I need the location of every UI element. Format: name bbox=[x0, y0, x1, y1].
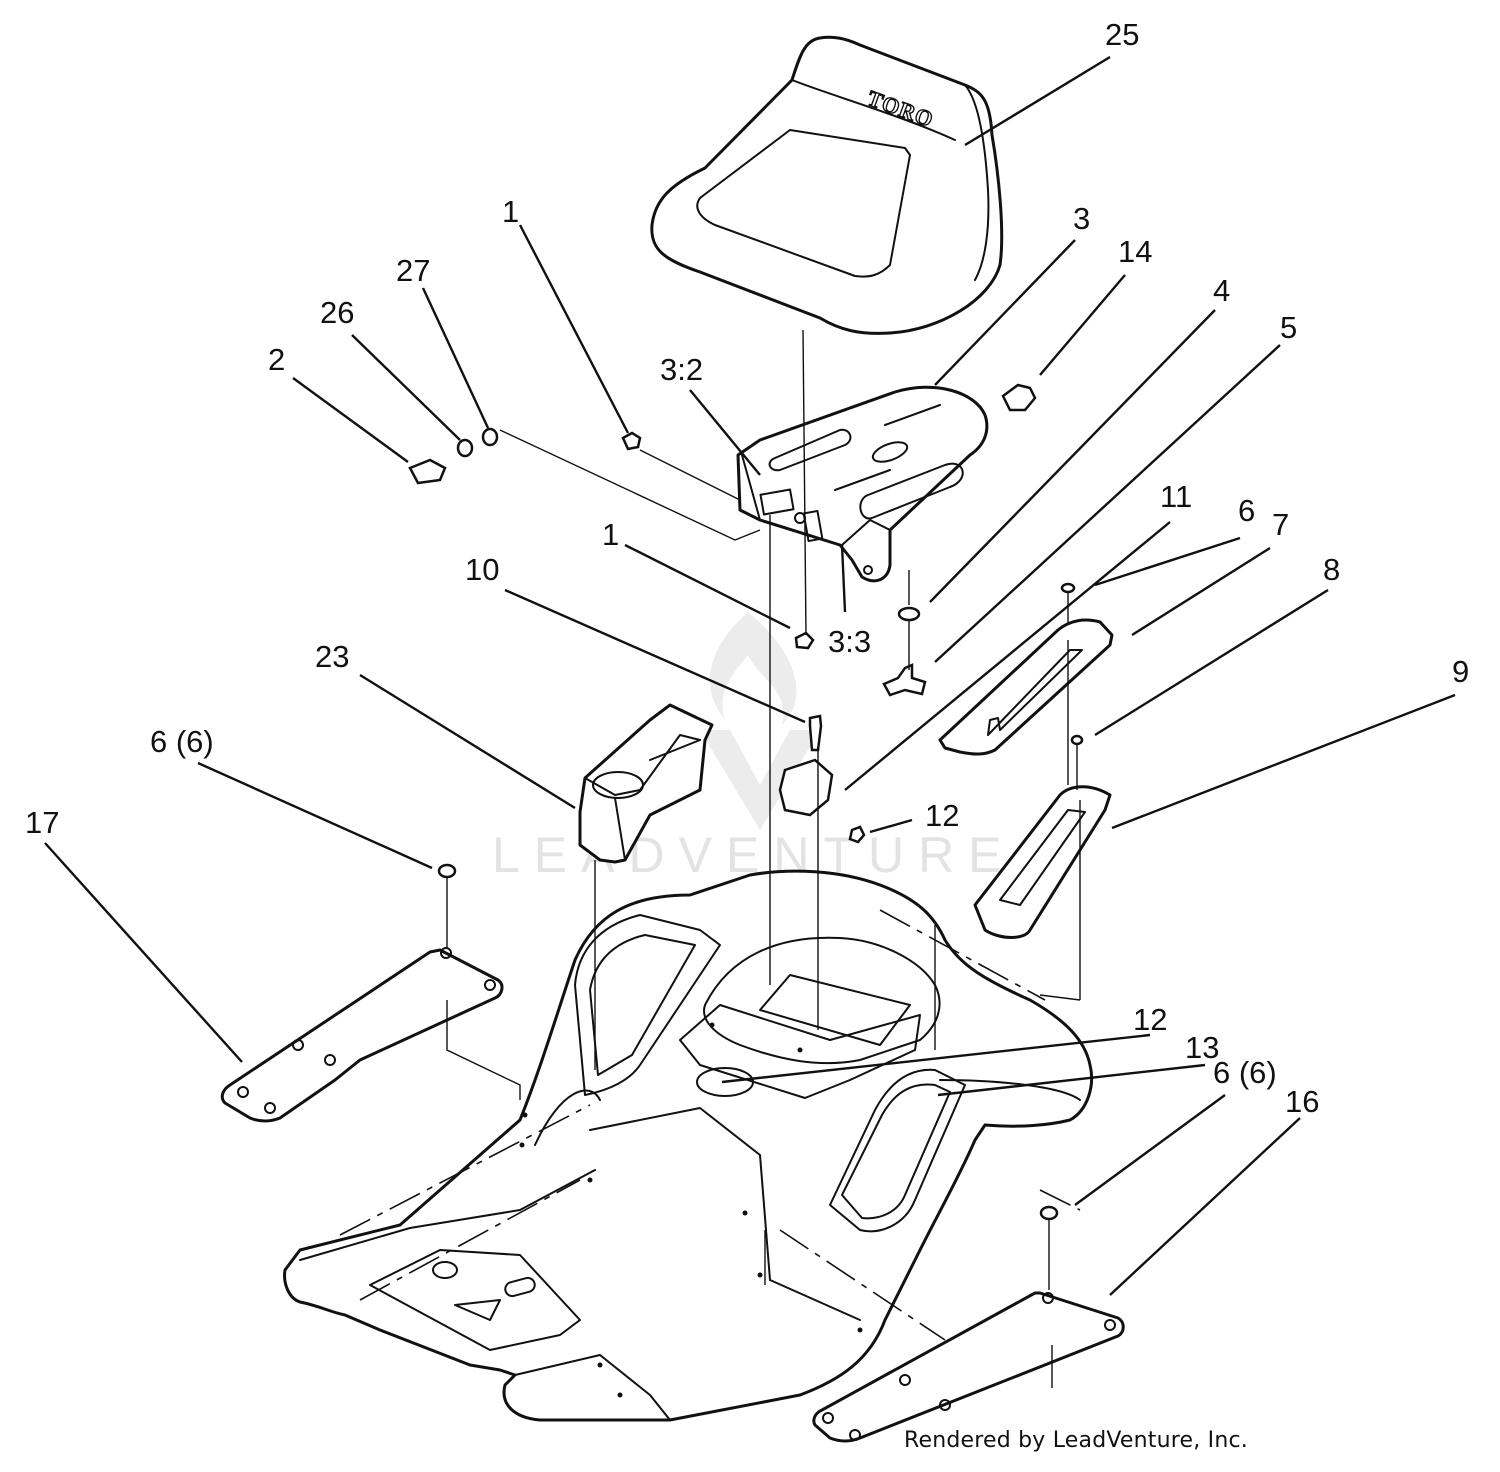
watermark-text: LEADVENTURE bbox=[492, 827, 1016, 883]
callout-14: 14 bbox=[1118, 234, 1152, 269]
plug-6-right bbox=[1039, 1205, 1059, 1221]
nut-12-upper bbox=[848, 825, 866, 844]
knob-14 bbox=[1001, 383, 1037, 412]
callout-10: 10 bbox=[465, 552, 499, 587]
plug-6-left bbox=[437, 863, 457, 879]
callout-12-upper: 12 bbox=[925, 798, 959, 833]
callout-6-upper: 6 bbox=[1238, 493, 1255, 528]
callout-labels: 25 1 27 26 2 3 14 4 5 3:2 1 3:3 11 6 7 8… bbox=[25, 17, 1469, 1119]
callout-1-upper: 1 bbox=[502, 194, 519, 229]
bracket-hinge bbox=[778, 758, 834, 817]
watermark: LEADVENTURE bbox=[492, 612, 1016, 883]
callout-4: 4 bbox=[1213, 273, 1230, 308]
callout-16: 16 bbox=[1285, 1084, 1319, 1119]
callout-17: 17 bbox=[25, 805, 59, 840]
callout-9: 9 bbox=[1452, 654, 1469, 689]
callout-11: 11 bbox=[1160, 479, 1192, 514]
floor-plate-right bbox=[812, 1291, 1125, 1443]
callout-12-lower: 12 bbox=[1133, 1002, 1167, 1037]
callout-6-6-left: 6 (6) bbox=[150, 724, 214, 759]
cup-holder bbox=[578, 703, 714, 864]
clip-2 bbox=[408, 458, 447, 485]
render-credit: Rendered by LeadVenture, Inc. bbox=[904, 1428, 1248, 1453]
hardware bbox=[408, 383, 1084, 1221]
fender-body bbox=[283, 869, 1094, 1422]
callout-6-6-right: 6 (6) bbox=[1213, 1055, 1277, 1090]
floor-plate-left bbox=[220, 947, 504, 1123]
bolt-10 bbox=[808, 714, 823, 752]
callout-23: 23 bbox=[315, 639, 349, 674]
callout-2: 2 bbox=[268, 342, 285, 377]
shift-gate bbox=[973, 785, 1112, 939]
shift-plate bbox=[938, 618, 1114, 756]
seat-mounting-bracket bbox=[736, 385, 989, 583]
callout-27: 27 bbox=[396, 253, 430, 288]
ring-27 bbox=[481, 427, 499, 447]
callout-3-3: 3:3 bbox=[828, 624, 871, 659]
leader-lines bbox=[44, 55, 1456, 1296]
nut-1-lower bbox=[794, 631, 815, 650]
callout-1-lower: 1 bbox=[602, 517, 619, 552]
rivet-6-top bbox=[1060, 582, 1076, 594]
callout-13: 13 bbox=[1185, 1030, 1219, 1065]
assembly-lines bbox=[339, 329, 1081, 1388]
callout-5: 5 bbox=[1280, 310, 1297, 345]
bolt-1-upper bbox=[621, 431, 642, 451]
knob-11 bbox=[882, 663, 927, 697]
callout-3: 3 bbox=[1073, 201, 1090, 236]
rivet-8 bbox=[1070, 734, 1084, 746]
callout-7: 7 bbox=[1272, 507, 1289, 542]
callout-26: 26 bbox=[320, 295, 354, 330]
callout-25: 25 bbox=[1105, 17, 1139, 52]
washer-26 bbox=[456, 438, 474, 458]
callout-3-2: 3:2 bbox=[660, 352, 703, 387]
seat: TORO bbox=[650, 35, 1004, 335]
washer-4 bbox=[897, 606, 921, 622]
callout-8: 8 bbox=[1323, 552, 1340, 587]
